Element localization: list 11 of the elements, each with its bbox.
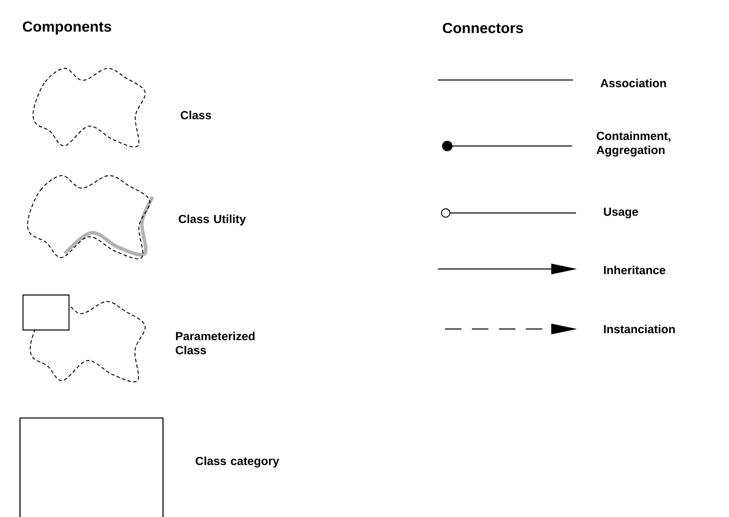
section-heading: Connectors: [442, 22, 524, 34]
legend-label: Association: [600, 78, 666, 88]
legend-label: Class: [180, 110, 212, 120]
legend-label: Class category: [196, 456, 280, 468]
legend-label: Parameterized Class: [176, 332, 255, 354]
legend-label: Class Utility: [178, 214, 246, 226]
legend-label: Usage: [604, 208, 638, 218]
legend-label: Containment, Aggregation: [596, 131, 670, 156]
legend-label: Inheritance: [604, 266, 666, 274]
section-heading: Components: [22, 21, 112, 35]
legend-label: Instanciation: [604, 324, 675, 334]
